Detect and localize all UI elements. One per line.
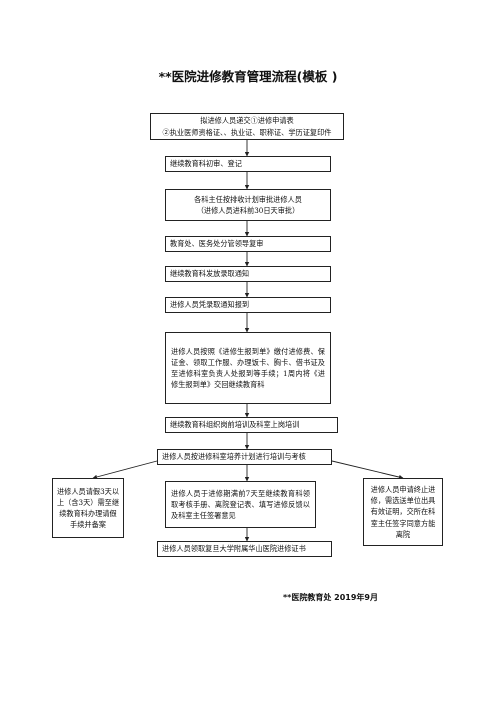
step-dept-approval: 各科主任按排收计划审批进修人员 （进修人员进科前30日天审批） [165, 189, 331, 221]
step-dept-approval-line1: 各科主任按排收计划审批进修人员 [194, 194, 302, 204]
step-initial-review: 继续教育科初审、登记 [165, 156, 331, 172]
step-certificate: 进修人员领取复旦大学附属华山医院进修证书 [157, 541, 332, 557]
step-admission-notice: 继续教育科发放录取通知 [165, 266, 331, 282]
arrow-right-branch [331, 460, 404, 480]
arrow-left-branch [92, 460, 158, 480]
side-note-termination: 进修人员申请终止进修，需选送单位出具有效证明，交所在科室主任签字同意方能离院 [363, 478, 443, 546]
side-note-leave: 进修人员请假3天以上（含3天）需至继续教育科办理请假手续并备案 [52, 478, 124, 538]
step-apply-line2: ②执业医师资格证、、执业证、职称证、学历证复印件 [162, 127, 332, 137]
step-completion: 进修人员于进修期满前7天至继续教育科领取考核手册、离院登记表、填写进修反馈以及科… [165, 481, 316, 528]
page-title: **医院进修教育管理流程(模板 ) [158, 69, 338, 84]
step-leader-review: 教育处、医务处分管领导复审 [165, 236, 331, 252]
step-apply-line1: 拟进修人员递交①进修申请表 [200, 116, 294, 126]
step-pre-job-training: 继续教育科组织岗前培训及科室上岗培训 [165, 417, 338, 433]
step-apply: 拟进修人员递交①进修申请表 ②执业医师资格证、、执业证、职称证、学历证复印件 [150, 113, 344, 140]
step-training-assessment: 进修人员按进修科室培养计划进行培训与考核 [157, 449, 332, 465]
step-registration: 进修人员按照《进修生报到单》缴付进修费、保证金、领取工作服、办理饭卡、胸卡、借书… [165, 332, 331, 404]
step-dept-approval-line2: （进修人员进科前30日天审批） [196, 206, 300, 215]
step-report: 进修人员凭录取通知报到 [165, 297, 331, 313]
footer-signature: **医院教育处 2019年9月 [283, 593, 378, 602]
